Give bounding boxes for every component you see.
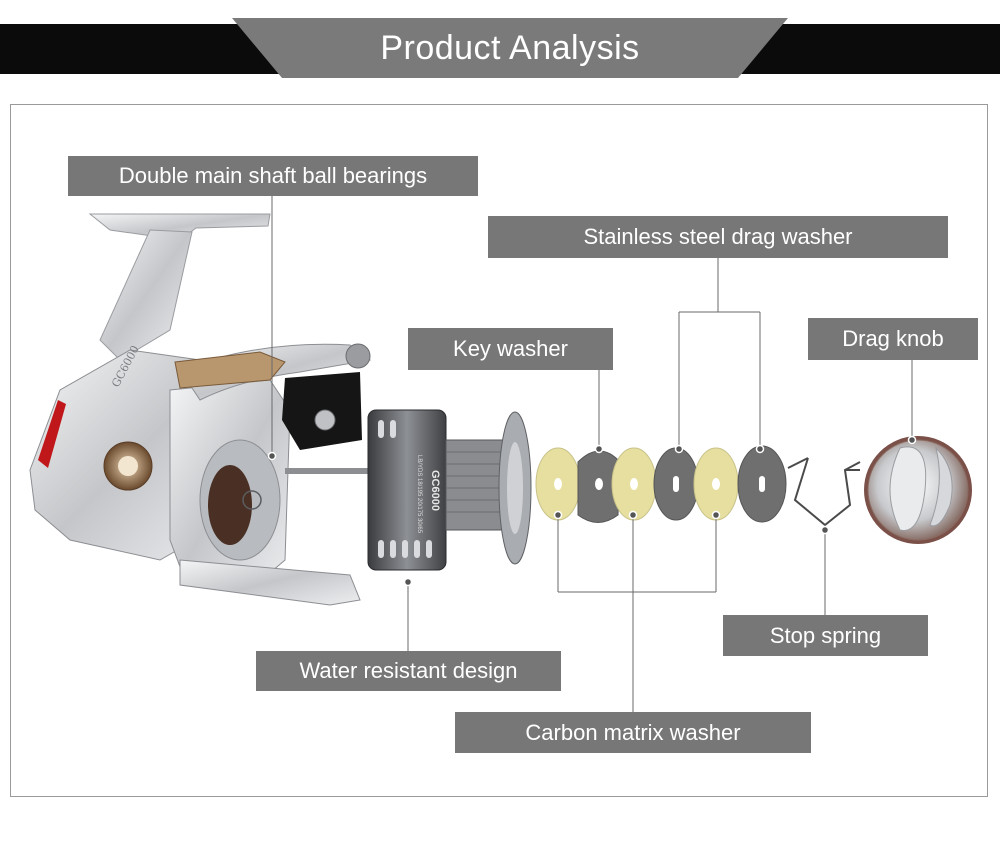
page-title: Product Analysis [380, 29, 640, 67]
drag-washer-label: Stainless steel drag washer [488, 216, 948, 258]
carbon-washer [611, 447, 657, 521]
leader-lines [271, 196, 913, 712]
header-tab [232, 18, 788, 78]
reel-body [29, 213, 375, 606]
carbon-washer [535, 447, 581, 521]
key-washer [577, 450, 621, 523]
drag-knob [864, 436, 972, 544]
carbon-washer [693, 447, 739, 521]
key-washer-label: Key washer [408, 328, 613, 370]
leader-dots [267, 435, 917, 587]
spool [367, 409, 532, 571]
spool-model-text: GC6000 [429, 470, 441, 511]
water-resistant-label: Water resistant design [256, 651, 561, 691]
stop-spring-label: Stop spring [723, 615, 928, 656]
spool-spec-text: LB/YDS 18/195 20/175 30/65 [416, 455, 422, 534]
carbon-washer-label: Carbon matrix washer [455, 712, 811, 753]
steel-washer [737, 445, 787, 523]
drag-knob-label: Drag knob [808, 318, 978, 360]
stop-spring [787, 457, 861, 527]
diagram-frame [10, 104, 988, 797]
steel-washer [653, 447, 699, 521]
bearings-label: Double main shaft ball bearings [68, 156, 478, 196]
